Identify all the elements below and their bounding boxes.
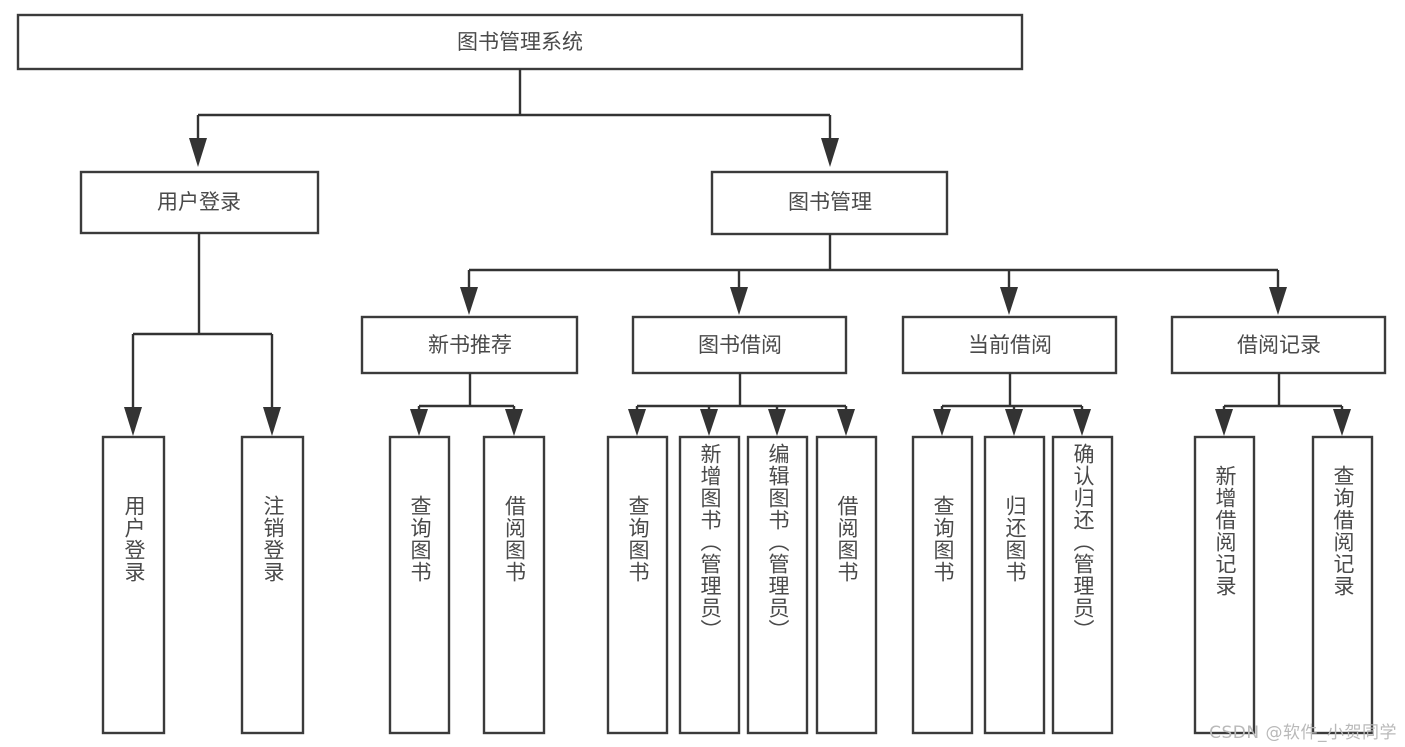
arrow-head-cb-return [1005, 409, 1023, 436]
arrow-head-bb-add [700, 409, 718, 436]
node-user-login[interactable]: 用户登录 [79, 170, 320, 235]
leaf-box-logout[interactable] [240, 435, 305, 735]
csdn-watermark: CSDN @软件_小贺同学 [1209, 723, 1397, 743]
node-book-manage-box[interactable] [710, 170, 949, 236]
connector-new-book-rec-children [410, 373, 523, 436]
leaf-box-bb-add-book[interactable] [678, 435, 741, 735]
connector-book-manage-children [460, 234, 1287, 315]
node-book-borrow-box[interactable] [631, 315, 848, 375]
node-book-borrow-label: 图书借阅 [698, 333, 782, 357]
arrow-head-nbr-search [410, 409, 428, 436]
connector-current-borrow-children [933, 373, 1091, 436]
node-current-borrow-box[interactable] [901, 315, 1118, 375]
leaf-box-cb-confirm-return[interactable] [1051, 435, 1114, 735]
connector-user-login-children [124, 233, 281, 436]
node-new-book-rec-label: 新书推荐 [428, 333, 512, 357]
node-borrow-record-box[interactable] [1170, 315, 1387, 375]
arrow-head-br-search [1333, 409, 1351, 436]
leaf-box-user-login[interactable] [101, 435, 166, 735]
leaf-boxes [101, 435, 1374, 735]
leaf-box-cb-search-book[interactable] [911, 435, 974, 735]
arrow-head-leaf-logout [263, 407, 281, 436]
arrow-head-nbr-borrow [505, 409, 523, 436]
node-book-borrow[interactable]: 图书借阅 [631, 315, 848, 375]
leaf-box-cb-return-book[interactable] [983, 435, 1046, 735]
arrow-head-bb-edit [768, 409, 786, 436]
arrow-head-leaf-user-login [124, 407, 142, 436]
arrow-head-cb-search [933, 409, 951, 436]
leaf-box-br-search-record[interactable] [1311, 435, 1374, 735]
arrow-head-cb-confirm [1073, 409, 1091, 436]
arrow-head-book-manage [821, 138, 839, 167]
arrow-head-current-borrow [1000, 287, 1018, 315]
arrow-head-book-borrow [730, 287, 748, 315]
leaf-box-bb-edit-book[interactable] [746, 435, 809, 735]
node-borrow-record-label: 借阅记录 [1237, 333, 1321, 357]
connector-borrow-record-children [1215, 373, 1351, 436]
node-borrow-record[interactable]: 借阅记录 [1170, 315, 1387, 375]
leaf-box-bb-search-book[interactable] [606, 435, 669, 735]
connector-book-borrow-children [628, 373, 855, 436]
node-root-label: 图书管理系统 [457, 30, 583, 54]
arrow-head-br-add [1215, 409, 1233, 436]
leaf-box-br-add-record[interactable] [1193, 435, 1256, 735]
arrow-head-borrow-record [1269, 287, 1287, 315]
leaf-box-bb-borrow-book[interactable] [815, 435, 878, 735]
node-book-manage[interactable]: 图书管理 [710, 170, 949, 236]
connector-root-to-level1 [189, 69, 839, 167]
node-root[interactable]: 图书管理系统 [16, 13, 1024, 71]
arrow-head-new-book-rec [460, 287, 478, 315]
arrow-head-bb-search [628, 409, 646, 436]
node-book-manage-label: 图书管理 [788, 190, 872, 214]
arrow-head-bb-borrow [837, 409, 855, 436]
leaf-box-nbr-borrow-book[interactable] [482, 435, 546, 735]
node-current-borrow-label: 当前借阅 [968, 333, 1052, 357]
arrow-head-user-login [189, 138, 207, 167]
leaf-box-nbr-search-book[interactable] [388, 435, 451, 735]
node-new-book-rec[interactable]: 新书推荐 [360, 315, 579, 375]
node-new-book-rec-box[interactable] [360, 315, 579, 375]
node-user-login-label: 用户登录 [157, 190, 241, 214]
node-root-box[interactable] [16, 13, 1024, 71]
node-current-borrow[interactable]: 当前借阅 [901, 315, 1118, 375]
